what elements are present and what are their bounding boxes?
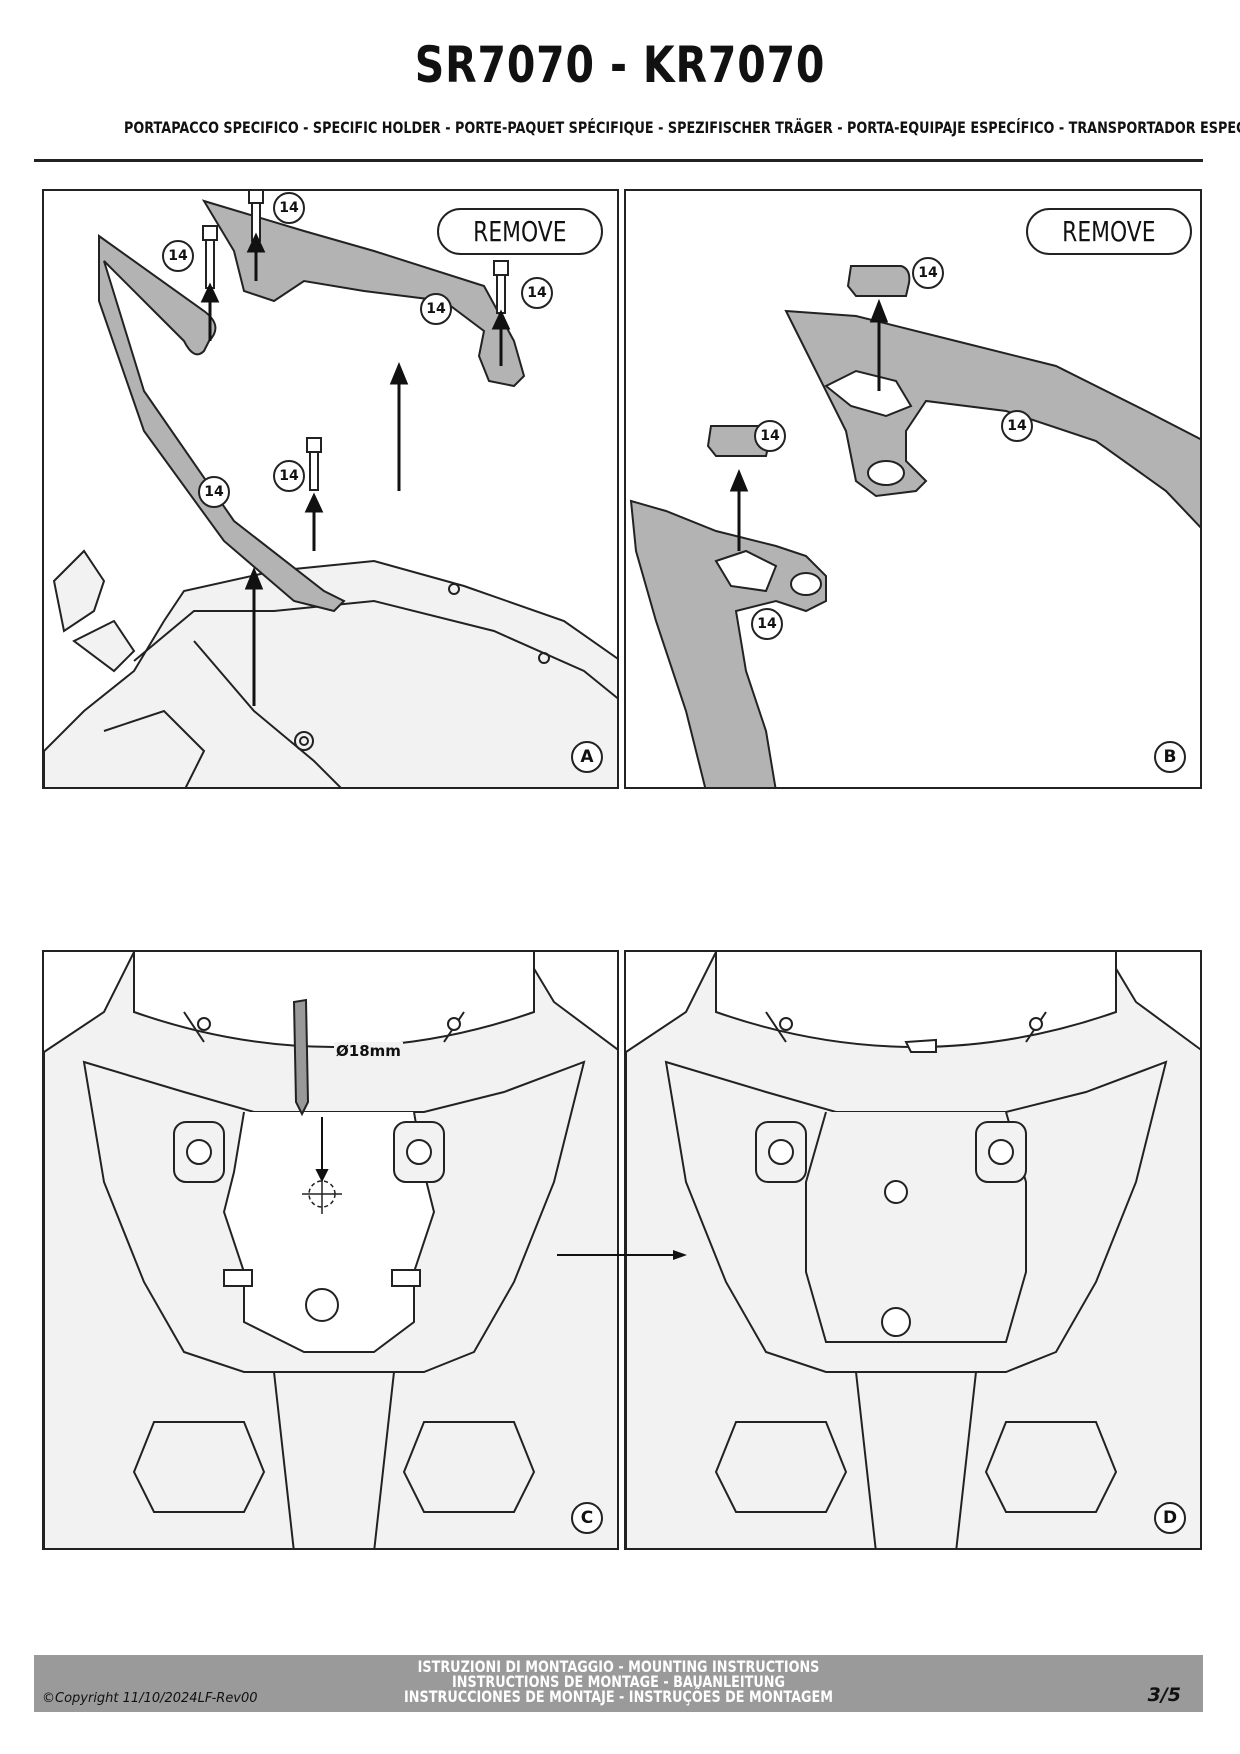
panel-letter: C (571, 1502, 603, 1534)
part-callout: 14 (273, 460, 305, 492)
transition-arrow (557, 1250, 687, 1260)
header-divider (34, 159, 1203, 162)
page-number: 3/5 (1147, 1684, 1181, 1706)
part-callout: 14 (273, 192, 305, 224)
part-callout: 14 (521, 277, 553, 309)
part-callout: 14 (754, 420, 786, 452)
panel-c-illustration (44, 952, 617, 1548)
panel-b-illustration (629, 265, 1200, 787)
footer-line: INSTRUCCIONES DE MONTAJE - INSTRUÇÕES DE… (404, 1687, 833, 1706)
document-subtitle: PORTAPACCO SPECIFICO - SPECIFIC HOLDER -… (124, 118, 1240, 137)
document-title: SR7070 - KR7070 (414, 36, 826, 94)
remove-label: REMOVE (1026, 208, 1192, 255)
part-callout: 14 (162, 240, 194, 272)
footer-line: ISTRUZIONI DI MONTAGGIO - MOUNTING INSTR… (417, 1657, 820, 1676)
part-callout: 14 (1001, 410, 1033, 442)
footer-bar: ISTRUZIONI DI MONTAGGIO - MOUNTING INSTR… (34, 1655, 1203, 1712)
panel-a: 14 14 14 14 14 14 REMOVE A (42, 189, 619, 789)
part-callout: 14 (420, 293, 452, 325)
panel-letter: B (1154, 741, 1186, 773)
drill-diameter-label: Ø18mm (334, 1042, 403, 1060)
panel-letter: D (1154, 1502, 1186, 1534)
part-callout: 14 (751, 608, 783, 640)
footer-instructions: ISTRUZIONI DI MONTAGGIO - MOUNTING INSTR… (34, 1655, 1203, 1706)
panel-b: 14 14 14 14 REMOVE B (624, 189, 1202, 789)
panel-letter: A (571, 741, 603, 773)
remove-label: REMOVE (437, 208, 603, 255)
part-callout: 14 (912, 257, 944, 289)
copyright-text: ©Copyright 11/10/2024LF-Rev00 (42, 1691, 258, 1706)
footer-line: INSTRUCTIONS DE MONTAGE - BAUANLEITUNG (452, 1672, 785, 1691)
panel-d-illustration (626, 952, 1200, 1548)
part-callout: 14 (198, 476, 230, 508)
panel-c: Ø18mm C (42, 950, 619, 1550)
panel-a-illustration (44, 191, 617, 787)
panel-d: D (624, 950, 1202, 1550)
